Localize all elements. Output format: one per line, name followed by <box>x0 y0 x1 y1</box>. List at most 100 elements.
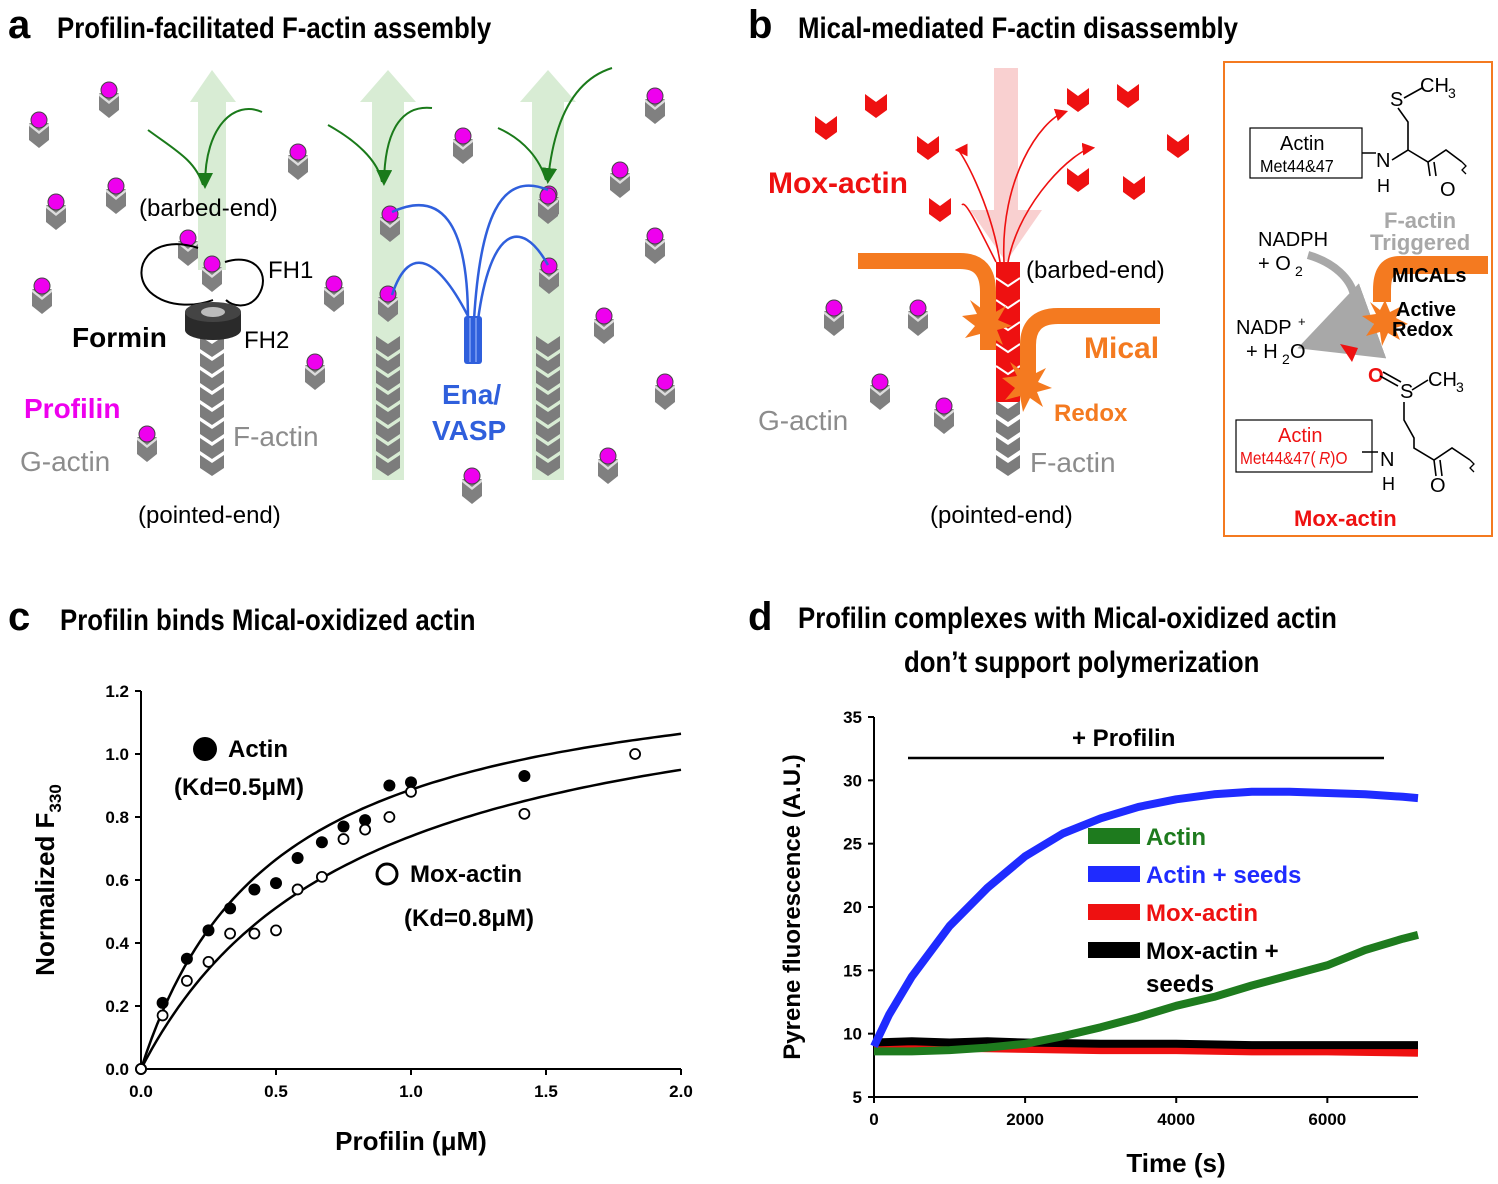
inset-n-bottom: N <box>1380 449 1394 471</box>
profilin-molecule <box>33 277 51 295</box>
mical-band-right <box>1020 308 1160 380</box>
profilin-molecule <box>611 161 629 179</box>
x-axis-title: Profilin (μM) <box>335 1126 487 1156</box>
pointed-end-label-b: (pointed-end) <box>930 502 1073 529</box>
x-tick-label: 6000 <box>1308 1110 1346 1129</box>
inset-mox-met: Met44&47( <box>1240 448 1316 468</box>
mox-actin-point <box>315 870 328 883</box>
y-tick-label: 30 <box>843 771 862 790</box>
y-tick-label: 0.8 <box>105 808 129 827</box>
barbed-end-label-a: (barbed-end) <box>139 195 278 222</box>
profilin-molecule <box>138 425 156 443</box>
panel-letter-b: b <box>748 3 772 47</box>
inset-h2o-end: O <box>1290 341 1306 363</box>
panel-letter-a: a <box>8 3 31 47</box>
mox-actin-point <box>291 883 304 896</box>
profilin-g-actin-monomers <box>29 81 675 504</box>
inset-nadp-sup: + <box>1298 314 1306 329</box>
actin-point <box>383 779 396 792</box>
f-actin-label-a: F-actin <box>233 421 319 452</box>
profilin-molecule <box>540 257 558 275</box>
x-tick-label: 2000 <box>1006 1110 1044 1129</box>
y-tick-label: 25 <box>843 835 862 854</box>
profilin-actin-monomer <box>598 447 618 484</box>
profilin-molecule <box>379 285 397 303</box>
mox-actin-point <box>156 1009 169 1022</box>
fh1-label: FH1 <box>268 257 313 284</box>
profilin-molecule <box>646 87 664 105</box>
profilin-actin-monomer <box>908 299 928 336</box>
g-actin-label-b: G-actin <box>758 405 848 436</box>
actin-point <box>224 902 237 915</box>
profilin-molecule <box>599 447 617 465</box>
inset-s-top: S <box>1390 89 1403 111</box>
inset-f-actin-triggered-1: F-actin <box>1384 208 1456 233</box>
redox-burst-1 <box>962 300 1012 350</box>
barbed-end-label-b: (barbed-end) <box>1026 257 1165 284</box>
mox-actin-point <box>135 1063 147 1075</box>
actin-point <box>291 851 304 864</box>
profilin-molecule <box>289 143 307 161</box>
y-tick-label: 15 <box>843 961 862 980</box>
vasp-label: VASP <box>432 415 506 446</box>
profilin-label: Profilin <box>24 393 120 424</box>
legend-actin-label: Actin <box>228 736 288 763</box>
inset-n-top: N <box>1376 150 1390 172</box>
panel-b: b Mical-mediated F-actin disassembly <box>748 3 1493 537</box>
ena-vasp <box>390 184 550 364</box>
profilin-actin-monomer <box>305 353 325 390</box>
y-axis-title: Pyrene fluorescence (A.U.) <box>779 754 806 1059</box>
profilin-actin-monomer <box>453 127 473 164</box>
ena-label: Ena/ <box>442 379 501 410</box>
actin-point <box>180 952 193 965</box>
x-tick-label: 2.0 <box>669 1082 693 1101</box>
inset-o2-sub: 2 <box>1295 263 1303 279</box>
profilin-actin-monomer <box>870 373 890 410</box>
profilin-molecule <box>306 353 324 371</box>
inset-h2o-sub: 2 <box>1282 351 1290 367</box>
profilin-actin-monomer <box>824 299 844 336</box>
inset-micals: MICALs <box>1392 265 1466 287</box>
profilin-actin-monomer <box>462 467 482 504</box>
profilin-actin-monomer <box>645 87 665 124</box>
profilin-molecule <box>454 127 472 145</box>
legend-d-actin: Actin <box>1146 824 1206 851</box>
legend-d-mox-seeds-1: Mox-actin + <box>1146 938 1279 965</box>
inset-mox-actin-caption: Mox-actin <box>1294 506 1397 531</box>
mox-actin-point <box>405 785 417 798</box>
legend-actin-kd: (Kd=0.5μM) <box>174 774 304 801</box>
profilin-molecule <box>646 227 664 245</box>
panel-d-title-1: Profilin complexes with Mical-oxidized a… <box>798 601 1337 634</box>
pointed-end-label-a: (pointed-end) <box>138 502 281 529</box>
formin-complex <box>140 243 264 340</box>
profilin-actin-monomer <box>324 275 344 312</box>
inset-mox-r: R <box>1319 448 1330 468</box>
y-tick-label: 20 <box>843 898 862 917</box>
y-tick-label: 1.0 <box>105 745 129 764</box>
profilin-actin-monomer <box>46 193 66 230</box>
mox-actin-point <box>518 807 531 820</box>
profilin-molecule <box>381 205 399 223</box>
legend-mox-marker <box>375 862 399 886</box>
g-actin-label-a: G-actin <box>20 446 110 477</box>
mox-actin-point <box>202 956 215 968</box>
x-axis-title: Time (s) <box>1126 1148 1225 1178</box>
inset-f-actin-triggered-2: Triggered <box>1370 230 1470 255</box>
x-tick-label: 0 <box>869 1110 878 1129</box>
profilin-molecule <box>30 111 48 129</box>
series-line-mox-actin-seeds <box>873 1037 1418 1050</box>
profilin-actin-monomer <box>202 255 222 292</box>
inset-ch3-top-sub: 3 <box>1448 85 1456 101</box>
legend-d-actin-seeds: Actin + seeds <box>1146 862 1301 889</box>
y-tick-label: 5 <box>853 1088 862 1107</box>
profilin-molecule <box>825 299 843 317</box>
legend-mox-label: Mox-actin <box>410 861 522 888</box>
legend-d-swatch-actin <box>1088 828 1140 844</box>
x-tick-label: 0.5 <box>264 1082 288 1101</box>
inset-o-top: O <box>1440 179 1456 201</box>
y-tick-label: 0.0 <box>105 1060 129 1079</box>
legend-d-swatch-seeds <box>1088 866 1140 882</box>
mical-band-left <box>858 253 996 350</box>
series-line-actin-seeds <box>870 787 1419 1049</box>
